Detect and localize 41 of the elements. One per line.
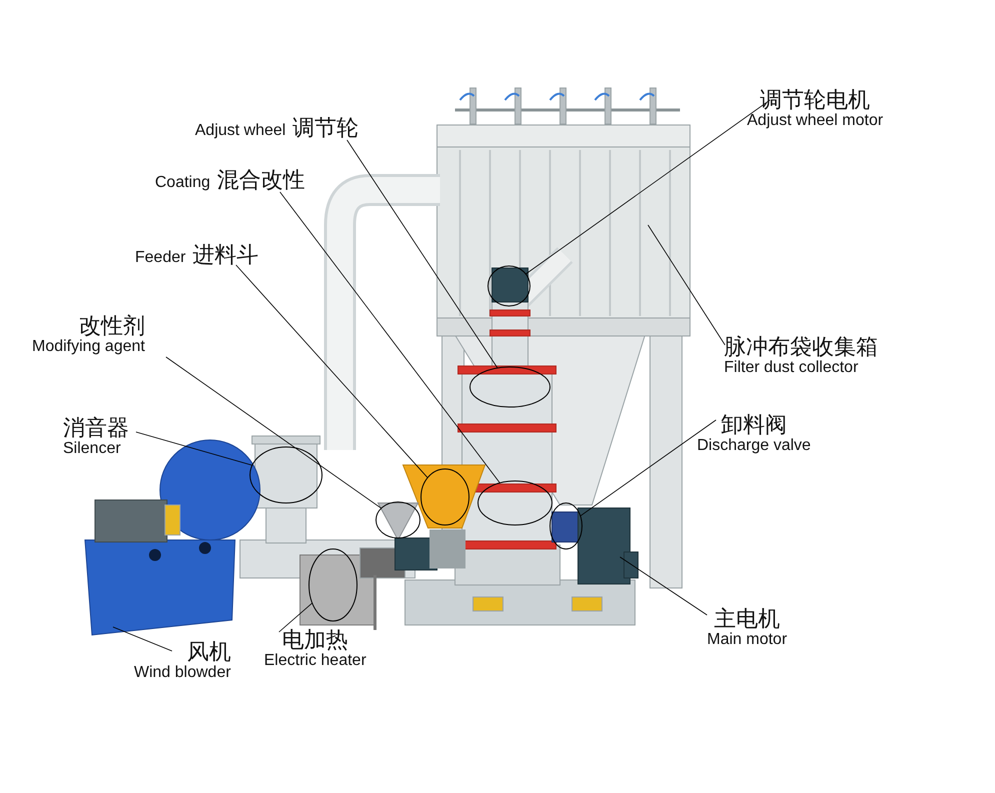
- part-label: 主电机: [713, 607, 782, 632]
- part-label: 调节轮: [292, 115, 359, 140]
- part-label: Silencer: [63, 440, 122, 458]
- highlight-ellipse: [249, 446, 323, 504]
- part-label: 混合改性: [217, 167, 306, 192]
- part-label: 卸料阀: [720, 413, 788, 438]
- leader-line: [278, 602, 313, 632]
- part-label: Modifying agent: [32, 338, 145, 356]
- highlight-ellipse: [308, 548, 358, 622]
- highlight-ellipse: [469, 366, 551, 408]
- part-label: Filter dust collector: [724, 359, 860, 377]
- part-label: 进料斗: [192, 242, 259, 267]
- leader-line: [648, 224, 726, 346]
- part-label: 脉冲布袋收集箱: [724, 335, 878, 360]
- highlight-ellipse: [549, 502, 583, 550]
- part-label: 风机: [186, 640, 231, 664]
- highlight-ellipse: [420, 468, 470, 526]
- leader-line: [580, 420, 716, 516]
- leader-line: [346, 140, 498, 368]
- part-label: Feeder: [135, 249, 186, 266]
- leader-line: [620, 556, 708, 616]
- leader-line: [166, 356, 382, 509]
- part-label: Electric heater: [264, 652, 366, 670]
- part-label: Main motor: [707, 631, 788, 649]
- leader-line: [112, 626, 172, 652]
- leader-line: [236, 264, 428, 478]
- part-label: 改性剂: [78, 314, 145, 338]
- part-label: Coating: [155, 174, 210, 191]
- leader-line: [280, 192, 500, 484]
- part-label: 电加热: [281, 628, 350, 652]
- part-label: Wind blowder: [134, 664, 231, 682]
- part-label: 调节轮电机: [759, 88, 872, 112]
- part-label: Adjust wheel motor: [747, 112, 884, 130]
- part-label: Discharge valve: [697, 437, 811, 455]
- part-label: 消音器: [63, 416, 129, 440]
- highlight-ellipse: [375, 501, 421, 539]
- leader-line: [136, 432, 253, 466]
- part-label: Adjust wheel: [195, 122, 286, 139]
- highlight-ellipse: [487, 265, 531, 307]
- highlight-ellipse: [477, 480, 553, 526]
- leader-line: [525, 100, 770, 274]
